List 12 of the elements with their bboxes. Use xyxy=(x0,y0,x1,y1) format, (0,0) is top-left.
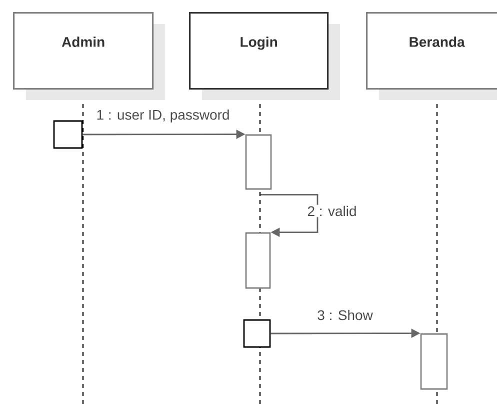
message-label: 3 : Show xyxy=(316,308,374,322)
message-label: 1 : user ID, password xyxy=(95,108,231,124)
activation-box xyxy=(243,319,271,348)
lifeline-head: Beranda xyxy=(366,12,497,100)
message-label: 2 : valid xyxy=(306,204,358,218)
activation-box xyxy=(53,120,83,149)
lifeline-head: Login xyxy=(189,12,340,100)
activation-box xyxy=(420,333,448,390)
activation-box xyxy=(245,134,272,190)
activation-box xyxy=(245,232,271,289)
message-arrow xyxy=(260,194,318,237)
lifeline-head: Admin xyxy=(13,12,165,100)
